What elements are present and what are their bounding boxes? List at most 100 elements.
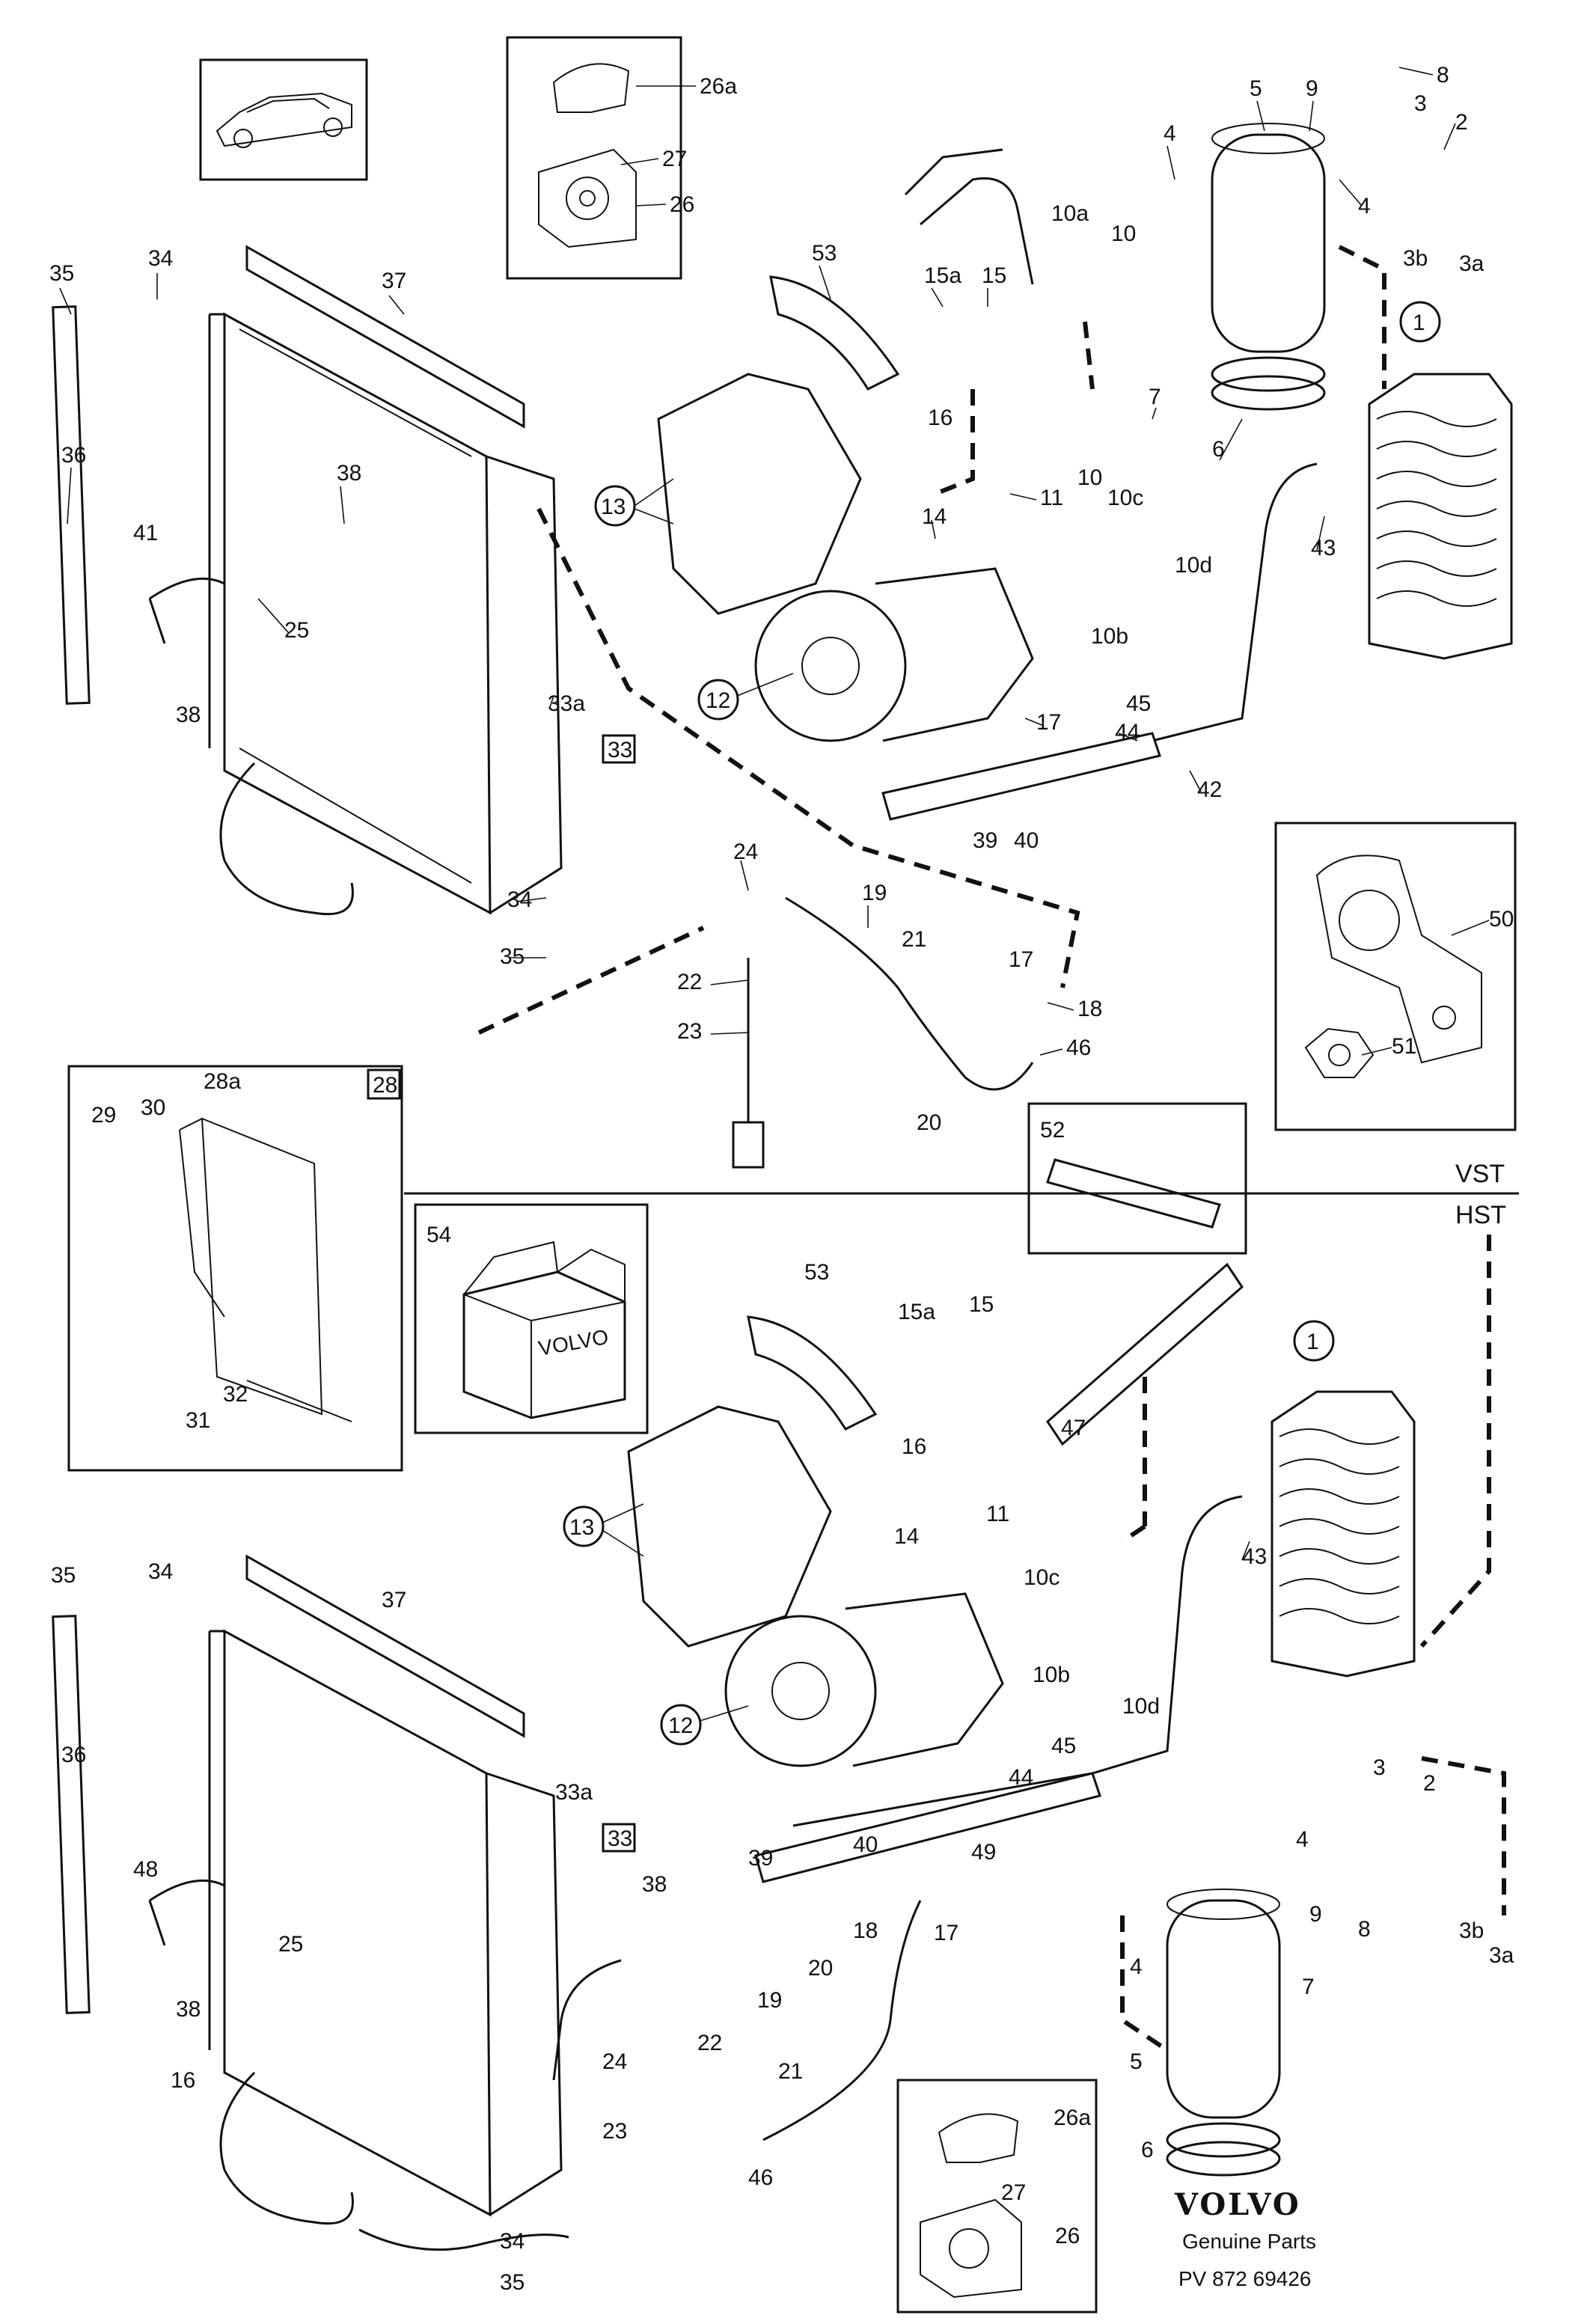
part-label-circle-12: 12 — [668, 1713, 693, 1738]
car-icon — [215, 92, 352, 148]
part-label-37: 37 — [382, 1588, 406, 1612]
lower-condenser — [52, 1554, 563, 2225]
part-label-16: 16 — [171, 2068, 195, 2093]
part-label-44: 44 — [1009, 1765, 1033, 1790]
part-label-3b: 3b — [1403, 246, 1428, 271]
part-label-34: 34 — [148, 1559, 173, 1584]
part-label-10a: 10a — [1051, 201, 1089, 226]
upper-compressor — [657, 275, 1034, 742]
part-label-43: 43 — [1242, 1544, 1267, 1569]
part-label-21: 21 — [778, 2059, 803, 2084]
part-label-circle-13: 13 — [601, 495, 626, 519]
part-label-box-33: 33 — [608, 738, 632, 762]
lower-compressor — [627, 1315, 1004, 1767]
part-label-53: 53 — [812, 241, 837, 266]
part-label-20: 20 — [808, 1956, 833, 1981]
part-label-8: 8 — [1437, 63, 1449, 88]
part-label-18: 18 — [1077, 997, 1102, 1021]
upper-receiver-drier — [1211, 123, 1326, 411]
volvo-box-icon: VOLVO — [462, 1241, 626, 1419]
part-label-40: 40 — [1014, 828, 1039, 853]
part-label-3: 3 — [1373, 1755, 1386, 1780]
part-label-circle-13: 13 — [569, 1515, 594, 1540]
brand-tagline: Genuine Parts — [1182, 2230, 1316, 2253]
part-label-15: 15 — [969, 1292, 994, 1317]
part-label-21: 21 — [902, 927, 926, 952]
detail-28-box — [67, 1065, 403, 1472]
part-label-11: 11 — [1040, 486, 1063, 510]
part-label-17: 17 — [934, 1921, 958, 1945]
part-label-28a: 28a — [204, 1069, 241, 1094]
part-label-22: 22 — [697, 2031, 722, 2055]
part-label-54: 54 — [426, 1223, 451, 1247]
doc-code: PV 872 69426 — [1178, 2267, 1312, 2290]
part-label-35: 35 — [51, 1563, 76, 1588]
part-label-53: 53 — [804, 1260, 829, 1285]
part-label-38: 38 — [337, 461, 361, 486]
part-label-26a: 26a — [700, 74, 737, 99]
part-label-15a: 15a — [898, 1300, 935, 1324]
part-label-18: 18 — [853, 1918, 878, 1943]
part-label-43: 43 — [1311, 536, 1336, 560]
part-label-41: 41 — [133, 521, 158, 545]
section-divider: VST HST — [404, 1160, 1519, 1229]
part-label-14: 14 — [894, 1524, 919, 1549]
part-label-29: 29 — [91, 1103, 116, 1128]
part-label-circle-1: 1 — [1413, 311, 1425, 335]
part-label-15a: 15a — [924, 263, 961, 288]
part-label-4: 4 — [1164, 121, 1176, 146]
part-label-20: 20 — [917, 1110, 941, 1135]
part-label-6: 6 — [1212, 437, 1225, 462]
section-lower-label: HST — [1455, 1201, 1506, 1229]
part-label-4: 4 — [1358, 194, 1371, 218]
part-label-24: 24 — [733, 840, 758, 864]
brand-block: VOLVO Genuine Parts PV 872 69426 — [1174, 2187, 1316, 2290]
part-label-23: 23 — [602, 2119, 627, 2144]
part-label-25: 25 — [278, 1932, 303, 1957]
part-label-10: 10 — [1111, 221, 1136, 246]
part-label-23: 23 — [677, 1019, 702, 1044]
part-label-37: 37 — [382, 269, 406, 293]
part-label-33a: 33a — [555, 1780, 593, 1805]
part-label-7: 7 — [1302, 1975, 1315, 1999]
part-label-38: 38 — [642, 1872, 667, 1897]
part-label-45: 45 — [1051, 1734, 1076, 1758]
part-label-42: 42 — [1197, 777, 1222, 802]
part-label-24: 24 — [602, 2049, 627, 2074]
part-label-15: 15 — [982, 263, 1006, 288]
part-label-5: 5 — [1250, 76, 1262, 101]
part-label-16: 16 — [902, 1434, 926, 1459]
part-label-27: 27 — [1001, 2180, 1026, 2205]
part-label-26: 26 — [1055, 2224, 1080, 2248]
part-label-51: 51 — [1392, 1034, 1416, 1059]
part-label-16: 16 — [928, 406, 953, 430]
part-label-32: 32 — [223, 1382, 248, 1407]
part-label-30: 30 — [141, 1095, 165, 1120]
part-label-box-28: 28 — [373, 1073, 397, 1098]
part-label-10c: 10c — [1024, 1565, 1060, 1590]
part-label-19: 19 — [862, 881, 887, 905]
upper-evaporator — [1368, 373, 1513, 660]
part-label-26: 26 — [670, 192, 694, 217]
part-label-4: 4 — [1296, 1827, 1309, 1852]
part-label-48: 48 — [133, 1857, 158, 1882]
part-label-36: 36 — [61, 1743, 86, 1767]
leader-lines — [59, 67, 1490, 1722]
part-label-5: 5 — [1130, 2049, 1143, 2074]
part-label-47: 47 — [1061, 1416, 1086, 1440]
part-label-14: 14 — [922, 504, 947, 529]
part-label-circle-12: 12 — [706, 688, 730, 713]
part-label-2: 2 — [1423, 1771, 1436, 1796]
part-label-10c: 10c — [1107, 486, 1143, 510]
part-label-box-33: 33 — [608, 1826, 632, 1851]
part-label-3: 3 — [1414, 91, 1427, 116]
bracket-detail-box-top — [506, 36, 682, 280]
part-label-6: 6 — [1141, 2138, 1154, 2162]
car-thumbnail-box — [199, 58, 368, 181]
part-label-25: 25 — [284, 618, 309, 643]
part-label-34: 34 — [148, 246, 173, 271]
bracket-50-box — [1274, 822, 1517, 1131]
part-label-10: 10 — [1077, 465, 1102, 490]
part-label-36: 36 — [61, 443, 86, 468]
part-label-17: 17 — [1009, 947, 1033, 972]
